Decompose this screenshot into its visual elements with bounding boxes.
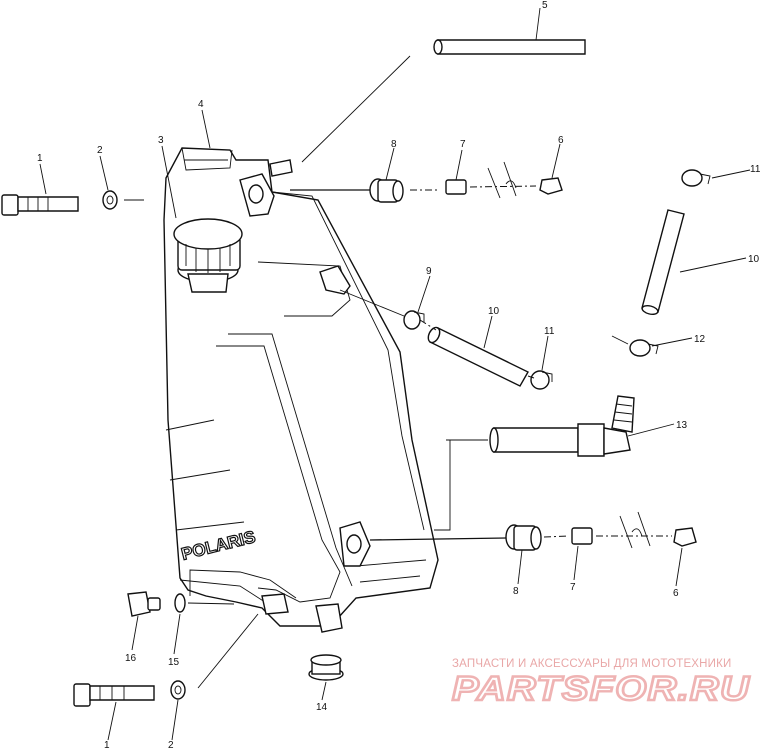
clamp-9	[403, 310, 425, 330]
watermark-logo: PARTSFOR.RU	[452, 670, 751, 708]
watermark: ЗАПЧАСТИ И АКСЕССУАРЫ ДЛЯ МОТОТЕХНИКИ PA…	[451, 658, 751, 709]
hose-10-middle	[427, 326, 529, 387]
vent-hose-5	[433, 39, 586, 55]
callout-6-upper: 6	[558, 135, 564, 146]
drain-plug-16	[127, 591, 161, 617]
callout-11-upper-right: 11	[750, 164, 761, 175]
bolt-upper	[1, 194, 79, 216]
callout-11-middle: 11	[544, 326, 555, 337]
assembly-lines	[124, 55, 672, 689]
callout-labels: 1 2 3 4 5 8 7 6 11 10 9 10 11 12 13 8 7 …	[37, 0, 761, 749]
callout-9: 9	[426, 266, 432, 277]
callout-12: 12	[694, 334, 706, 345]
clamp-11-middle	[530, 370, 553, 390]
clamp-11-right	[681, 169, 711, 187]
callout-8-upper: 8	[391, 139, 397, 150]
spacer-lower	[571, 527, 593, 545]
grommet-lower	[505, 524, 542, 551]
callout-8-lower: 8	[513, 586, 519, 597]
filler-cap	[173, 218, 243, 293]
callout-7-upper: 7	[460, 139, 466, 150]
washer-lower	[170, 680, 186, 700]
callout-3: 3	[158, 135, 164, 146]
watermark-tagline: ЗАПЧАСТИ И АКСЕССУАРЫ ДЛЯ МОТОТЕХНИКИ	[452, 658, 732, 670]
nut-upper	[539, 177, 563, 195]
elbow-fitting-13	[489, 395, 635, 457]
callout-5: 5	[542, 0, 548, 11]
callout-15: 15	[168, 657, 180, 668]
callout-2-upper: 2	[97, 145, 103, 156]
grommet-upper	[369, 178, 404, 203]
drain-washer-15	[174, 593, 186, 613]
hose-10-right	[641, 209, 685, 316]
callout-10-right: 10	[748, 254, 760, 265]
callout-1-upper: 1	[37, 153, 43, 164]
leader-lines	[39, 7, 751, 741]
washer-upper	[102, 190, 118, 210]
callout-16: 16	[125, 653, 137, 664]
callout-6-lower: 6	[673, 588, 679, 599]
callout-2-lower: 2	[168, 740, 174, 749]
callout-7-lower: 7	[570, 582, 576, 593]
bolt-lower	[73, 683, 155, 707]
nut-lower	[673, 527, 697, 547]
grommet-14	[308, 654, 344, 681]
callout-13: 13	[676, 420, 688, 431]
callout-14: 14	[316, 702, 328, 713]
callout-4: 4	[198, 99, 204, 110]
callout-1-lower: 1	[104, 740, 110, 749]
callout-10-middle: 10	[488, 306, 500, 317]
clamp-12	[629, 339, 659, 357]
spacer-upper	[445, 179, 467, 195]
